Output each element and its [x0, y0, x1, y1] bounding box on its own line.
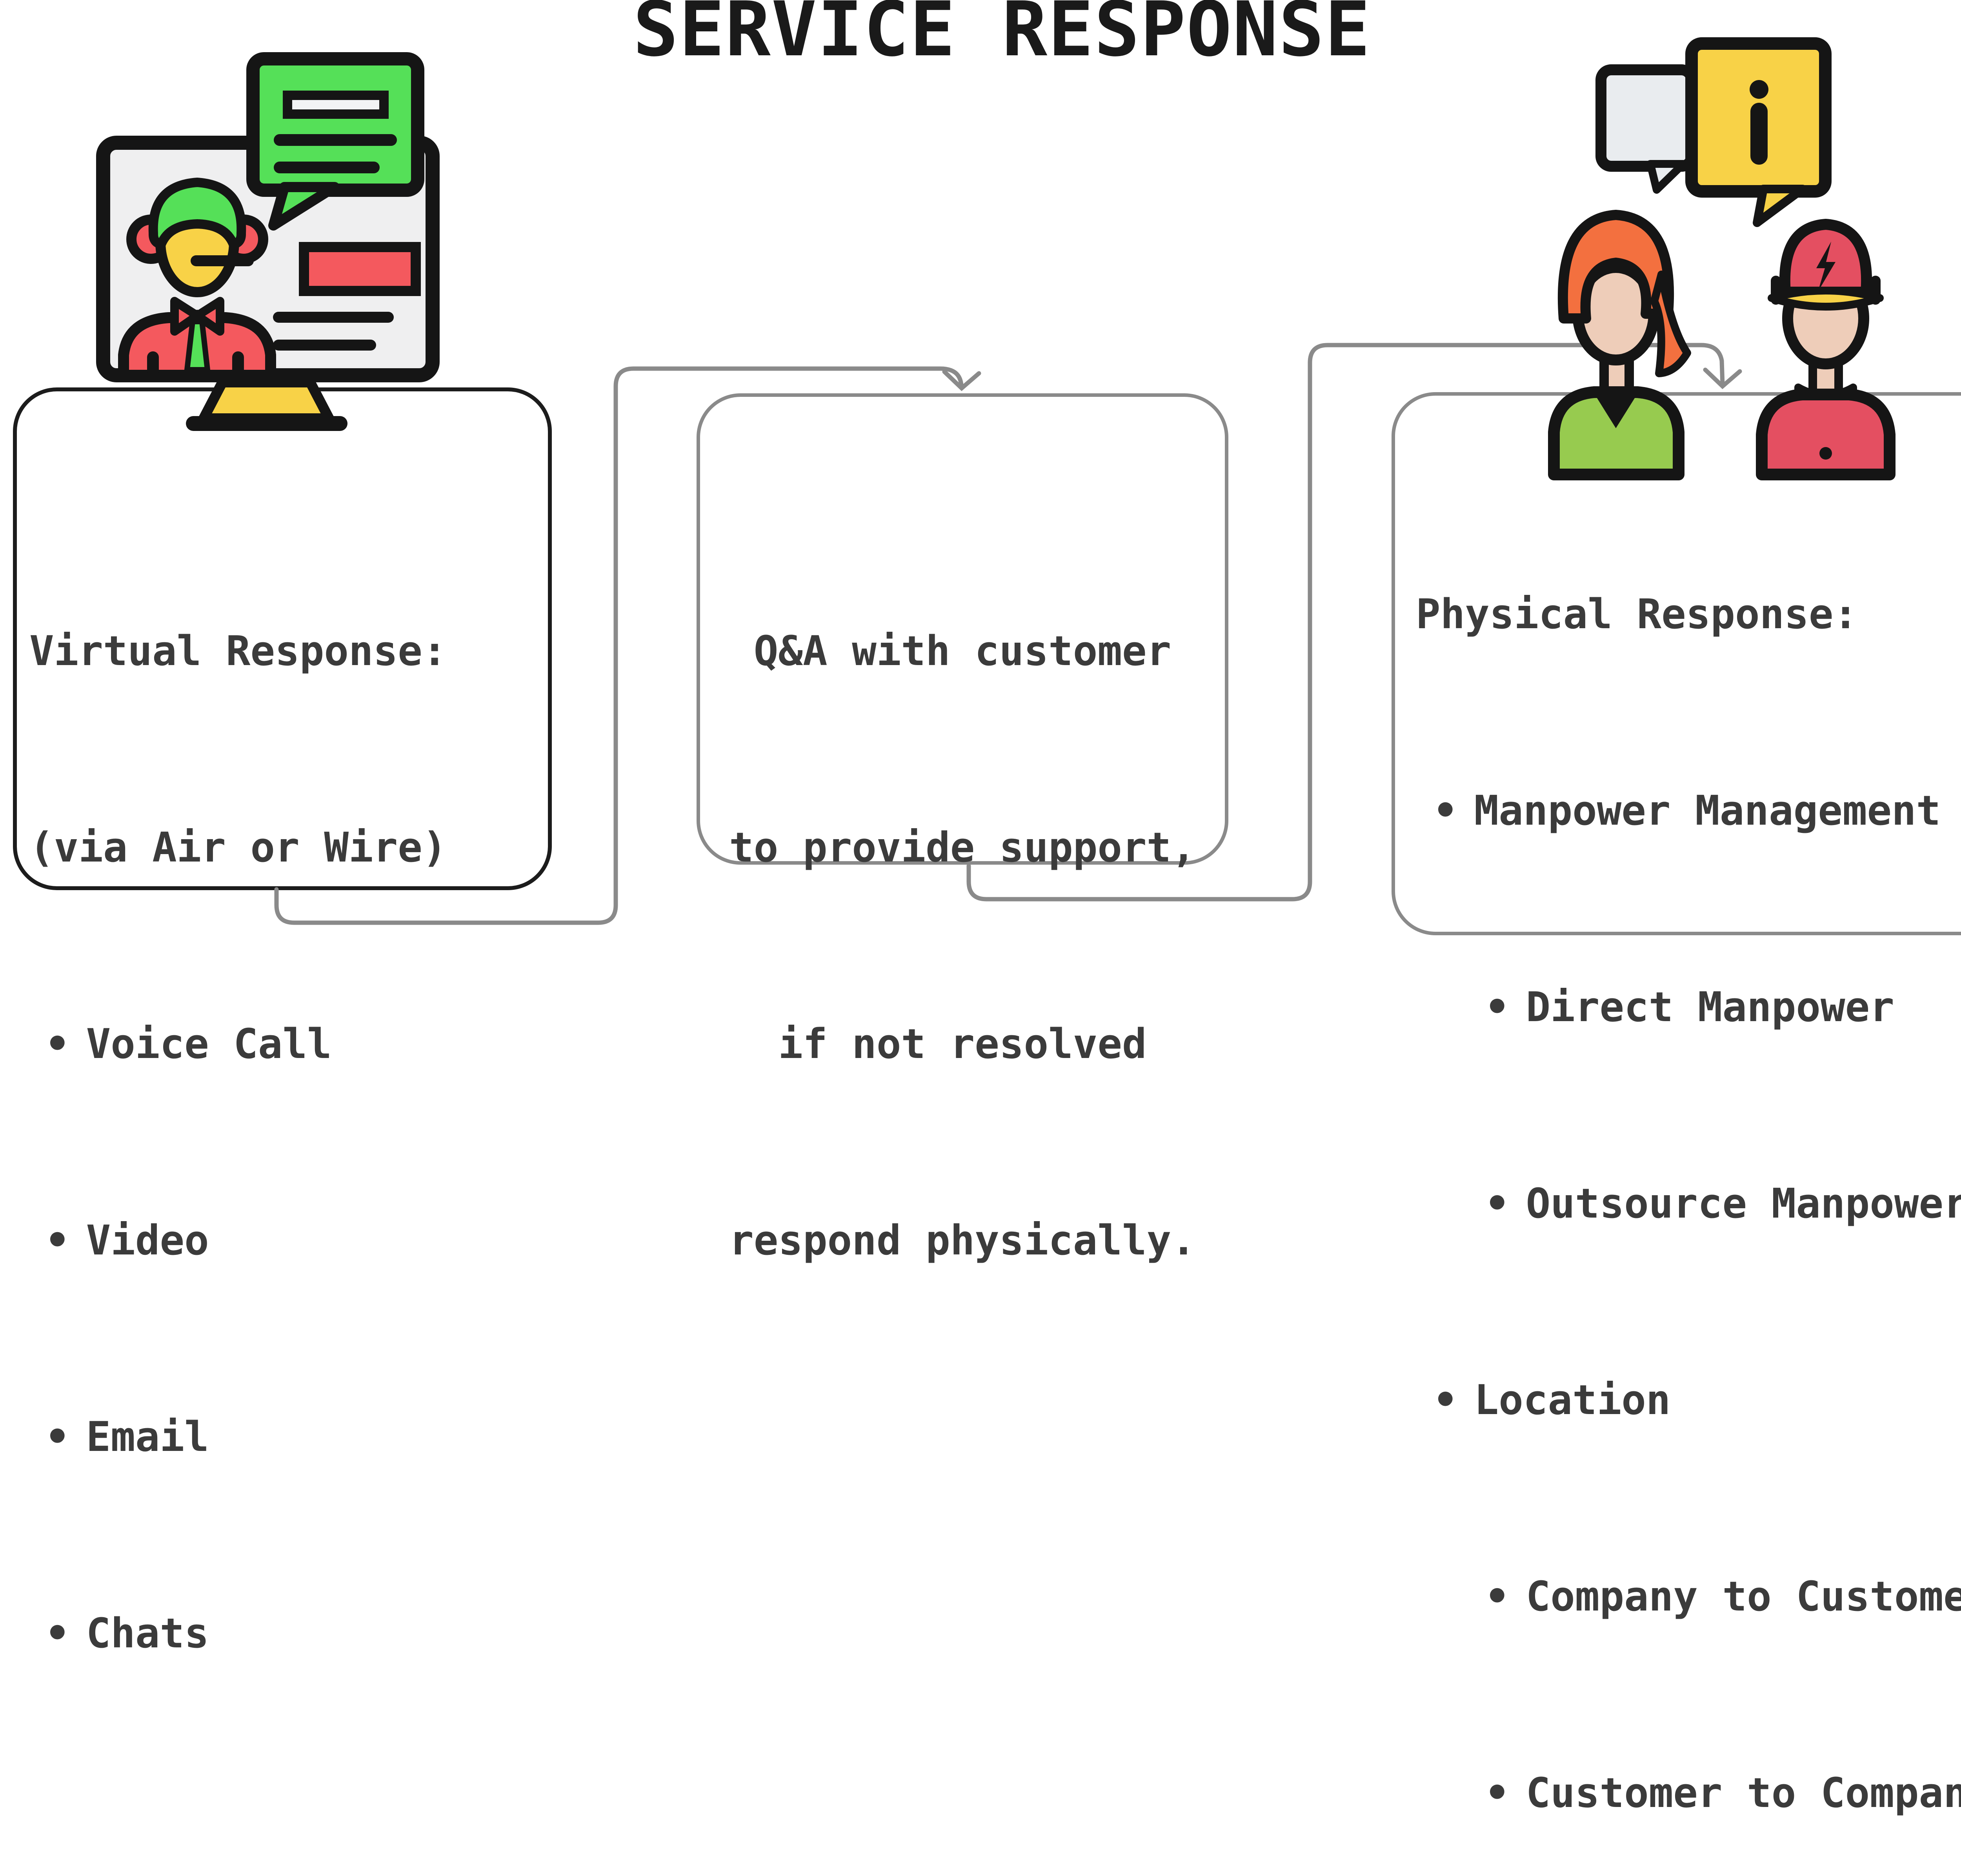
customer-and-technician-icon [1548, 37, 1896, 480]
list-item: • Manpower Management [1433, 778, 1961, 843]
info-bubble-icon [1685, 37, 1832, 227]
list-item: • Company to Customer [1485, 1564, 1961, 1629]
qa-line: Q&A with customer [753, 627, 1172, 675]
page-title: SERVICE RESPONSE [633, 0, 1371, 73]
list-item: • Location [1433, 1367, 1961, 1433]
qa-line: respond physically. [729, 1216, 1196, 1264]
bullet-glyph: • [45, 1216, 70, 1264]
bullet-glyph: • [1433, 787, 1458, 834]
qa-box [697, 393, 1228, 865]
flow-connectors [274, 343, 1742, 925]
list-item: • Voice Call [45, 1011, 447, 1077]
chat-bubble-small-icon [1595, 64, 1697, 194]
qa-line: if not resolved [778, 1020, 1147, 1068]
arrowhead-qa-to-physical [1703, 367, 1742, 389]
bullet-glyph: • [1485, 1572, 1510, 1620]
headset-agent-icon [118, 178, 276, 381]
bullet-glyph: • [45, 1609, 70, 1657]
list-item: • Customer to Company [1485, 1760, 1961, 1826]
info-icon [1750, 80, 1768, 165]
customer-icon [1548, 210, 1691, 480]
list-item-label: Company to Customer [1526, 1572, 1961, 1620]
list-item-label: Chats [86, 1609, 209, 1657]
bullet-glyph: • [1485, 1180, 1510, 1227]
list-item: • Email [45, 1404, 447, 1470]
physical-response-heading: Physical Response: [1416, 590, 1858, 638]
flow-line-virtual-to-qa [274, 366, 964, 925]
list-item-label: Manpower Management [1474, 787, 1941, 834]
bullet-glyph: • [45, 1413, 70, 1461]
virtual-response-text: Virtual Response: (via Air or Wire) • Voi… [29, 487, 447, 1797]
list-item-label: Location [1474, 1376, 1671, 1424]
list-item: • Video [45, 1208, 447, 1273]
qa-text: Q&A with customer to provide support, if… [697, 487, 1228, 1404]
list-item-label: Voice Call [86, 1020, 332, 1068]
list-item-label: Direct Manpower [1526, 983, 1894, 1031]
physical-response-box [1392, 392, 1961, 935]
qa-line: to provide support, [729, 823, 1196, 871]
screen-content [98, 242, 421, 364]
bullet-glyph: • [1485, 983, 1510, 1031]
list-item: • Outsource Manpower [1485, 1171, 1961, 1236]
support-agent-on-monitor-icon [96, 52, 440, 431]
physical-response-text: Physical Response: •Manpower Management … [1416, 451, 1961, 1876]
bullet-glyph: • [45, 1020, 70, 1068]
list-item: • Direct Manpower [1485, 974, 1961, 1040]
list-item-label: Outsource Manpower [1526, 1180, 1961, 1227]
bullet-glyph: • [1433, 1376, 1458, 1424]
service-response-diagram: SERVICE RESPONSE [13, 0, 1961, 1817]
list-item-label: Email [86, 1413, 209, 1461]
list-item-label: Customer to Company [1526, 1769, 1961, 1817]
technician-icon [1756, 219, 1896, 480]
arrowhead-virtual-to-qa [942, 369, 981, 391]
list-item: • Chats [45, 1601, 447, 1666]
virtual-response-box [13, 387, 552, 890]
flow-line-qa-to-physical [966, 343, 1725, 902]
monitor-stand [186, 377, 347, 431]
bullet-glyph: • [1485, 1769, 1510, 1817]
list-item-label: Video [86, 1216, 209, 1264]
virtual-response-subheading: (via Air or Wire) [29, 823, 447, 871]
virtual-response-heading: Virtual Response: [29, 627, 447, 675]
chat-bubble-icon [246, 52, 424, 231]
